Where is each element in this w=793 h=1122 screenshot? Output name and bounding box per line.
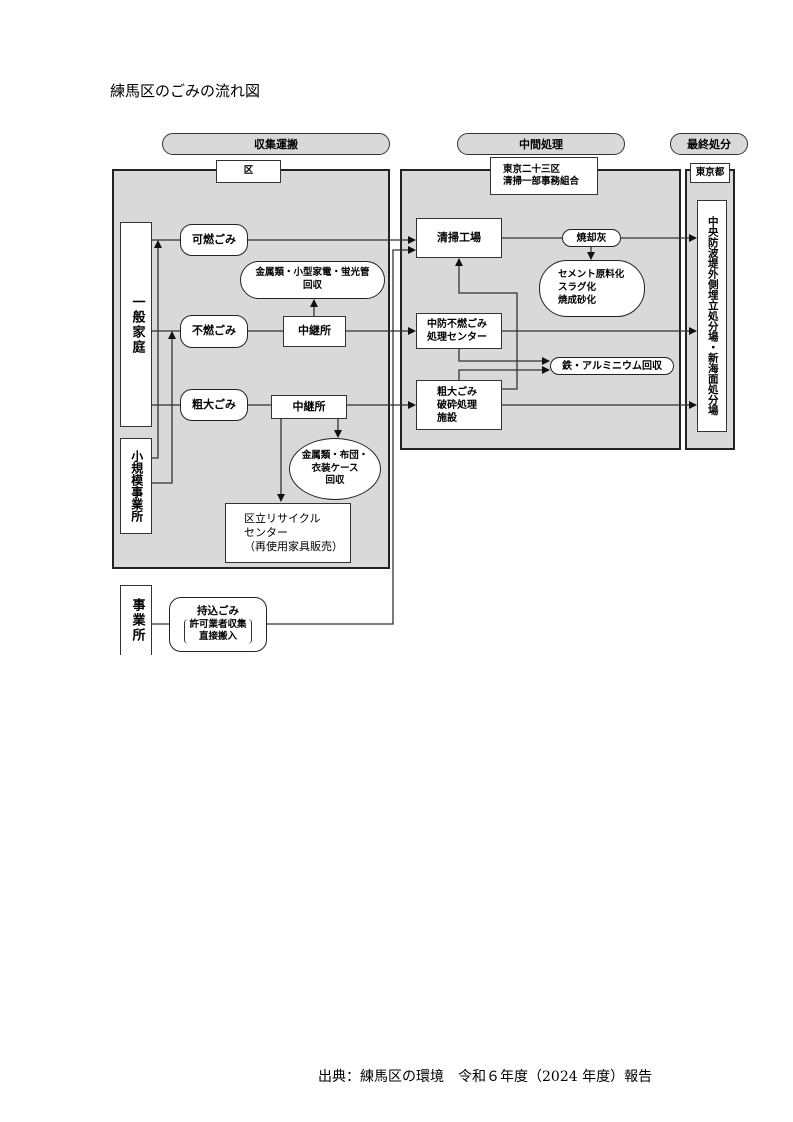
page-title: 練馬区のごみの流れ図	[110, 82, 261, 100]
waste-brought-in: 持込ごみ 許可業者収集 直接搬入	[169, 597, 267, 652]
iron-aluminum-recovery: 鉄・アルミニウム回収	[550, 357, 674, 375]
header-intermediate: 中間処理	[457, 133, 625, 155]
source-citation: 出典：練馬区の環境 令和６年度（2024 年度）報告	[318, 1069, 653, 1085]
recovery-metals-futon: 金属類・布団・ 衣装ケース 回収	[289, 438, 381, 500]
landfill-site: 中央防波堤外側埋立処分場・新海面処分場	[697, 200, 727, 432]
waste-non-burnable: 不燃ごみ	[180, 315, 248, 348]
waste-burnable: 可燃ごみ	[180, 224, 248, 256]
waste-oversized: 粗大ごみ	[180, 389, 248, 421]
recovery-metals-appliances: 金属類・小型家電・蛍光管 回収	[240, 261, 385, 299]
ash-reuse: セメント原料化 スラグ化 焼成砂化	[539, 260, 645, 317]
source-small-business: 小規模事業所	[120, 438, 152, 534]
ward-tab: 区	[216, 160, 281, 183]
brought-in-note: 許可業者収集 直接搬入	[184, 618, 252, 644]
association-tab: 東京二十三区 清掃一部事務組合	[490, 157, 598, 195]
relay-station-2: 中継所	[271, 395, 347, 419]
source-business: 事業所	[120, 585, 152, 655]
oversized-crushing-facility: 粗大ごみ 破砕処理 施設	[416, 380, 502, 430]
header-collection: 収集運搬	[162, 133, 390, 155]
recycle-center: 区立リサイクル センター （再使用家具販売）	[225, 503, 351, 563]
relay-station-1: 中継所	[283, 316, 346, 347]
incineration-plant: 清掃工場	[416, 218, 502, 258]
source-household: 一般家庭	[120, 222, 152, 427]
incineration-ash: 焼却灰	[562, 229, 621, 247]
header-final: 最終処分	[670, 133, 748, 155]
non-burnable-center: 中防不燃ごみ 処理センター	[416, 313, 502, 349]
tokyo-tab: 東京都	[690, 163, 730, 183]
brought-in-label: 持込ごみ	[197, 605, 239, 618]
